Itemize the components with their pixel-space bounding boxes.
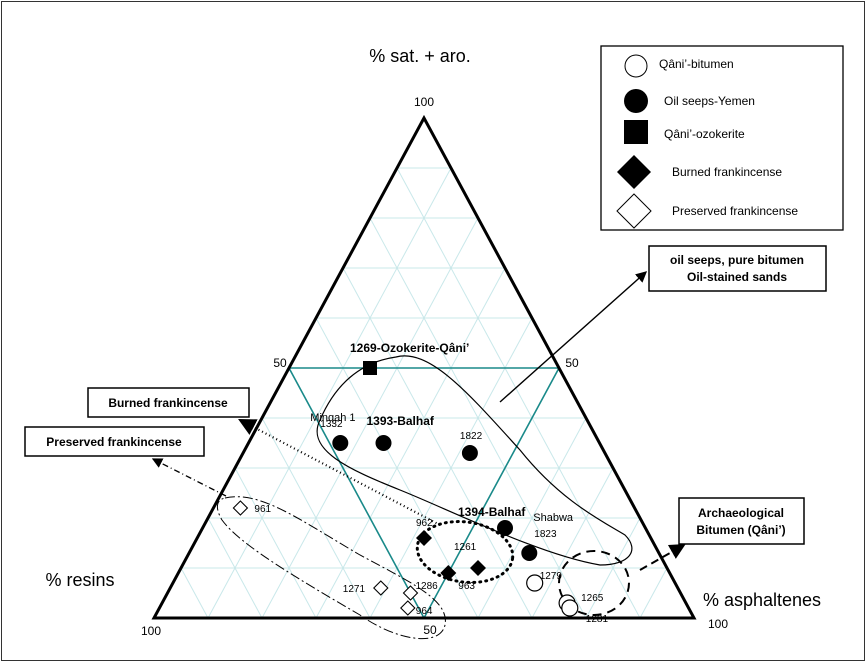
data-label: 961 <box>254 504 271 515</box>
legend-filled-square-icon <box>624 120 648 144</box>
oil-seeps-envelope <box>316 355 633 566</box>
tick-right-100: 100 <box>708 617 728 631</box>
archaeological-envelope <box>558 550 630 616</box>
data-point-filled-circle <box>461 445 478 461</box>
data-point-open-circle <box>526 574 544 592</box>
legend-label: Qâni’-ozokerite <box>664 127 745 141</box>
callout-line: Oil-stained sands <box>687 270 787 284</box>
data-label: 1279 <box>540 571 563 582</box>
legend-filled-diamond-icon <box>617 155 651 189</box>
outer-triangle <box>151 114 697 620</box>
legend-label: Burned frankincense <box>672 165 782 179</box>
data-point-filled-diamond <box>470 560 486 576</box>
grid-line <box>342 267 533 619</box>
callout-archaeological-bitumen: Archaeological Bitumen (Qâni’) <box>678 497 805 545</box>
legend-open-circle-icon <box>624 54 648 78</box>
data-point-filled-circle <box>375 435 392 451</box>
triangle-outline <box>151 114 697 620</box>
callout-line: Burned frankincense <box>108 396 228 410</box>
legend-filled-circle-icon <box>624 89 648 113</box>
data-label: 1332 <box>320 419 343 430</box>
data-label: 962 <box>416 518 433 529</box>
burned-envelope <box>415 520 515 584</box>
arrow-burned <box>238 418 441 526</box>
data-point-filled-square <box>363 361 377 375</box>
data-label: 1286 <box>416 581 439 592</box>
data-point-filled-circle <box>497 520 513 536</box>
grid-line <box>315 267 506 619</box>
callout-line: oil seeps, pure bitumen <box>670 253 804 267</box>
data-label: 964 <box>416 606 433 617</box>
callout-line: Archaeological <box>698 506 784 520</box>
tick-right-50: 50 <box>565 356 579 370</box>
callout-line: Preserved frankincense <box>46 435 182 449</box>
data-point-open-diamond <box>400 600 416 616</box>
point-annotation: Shabwa <box>533 512 574 524</box>
inner-triangle <box>287 367 561 620</box>
data-point-open-diamond <box>402 585 419 601</box>
grid-line <box>180 567 209 619</box>
data-point-open-circle <box>561 599 579 617</box>
axis-label-right: % asphaltenes <box>703 590 821 610</box>
grid-line <box>585 517 641 619</box>
grid-line <box>639 567 668 619</box>
data-label: 1823 <box>534 529 557 540</box>
axis-label-top: % sat. + aro. <box>369 46 471 66</box>
grid-line <box>531 467 614 619</box>
callout-box <box>24 426 205 457</box>
tick-bottom-50: 50 <box>423 623 437 637</box>
legend-label: Qâni’-bitumen <box>659 57 734 71</box>
callout-box <box>648 245 827 292</box>
grid-line <box>207 167 452 619</box>
tick-left-50: 50 <box>273 356 287 370</box>
group-envelopes <box>217 355 633 639</box>
data-label: 1265 <box>581 593 604 604</box>
callout-preserved-frankincense: Preserved frankincense <box>24 426 205 457</box>
callout-burned-frankincense: Burned frankincense <box>87 387 250 418</box>
tick-top-100: 100 <box>414 95 434 109</box>
data-label: 1281 <box>586 614 609 625</box>
callout-arrows <box>151 271 686 571</box>
callout-box <box>678 497 805 545</box>
legend-label: Preserved frankincense <box>672 204 798 218</box>
data-label: 1393-Balhaf <box>367 414 435 428</box>
grid-line <box>477 417 587 619</box>
data-label: 1822 <box>460 431 483 442</box>
point-annotation: Minqah 1 <box>310 412 355 424</box>
data-point-filled-circle <box>332 435 349 451</box>
callout-box <box>87 387 250 418</box>
data-point-open-diamond <box>373 580 389 596</box>
data-label: 963 <box>458 581 475 592</box>
arrow-oil-seeps <box>499 271 648 403</box>
grid-line <box>234 467 317 619</box>
legend-label: Oil seeps-Yemen <box>664 94 755 108</box>
data-point-filled-circle <box>521 545 538 561</box>
callout-oil-seeps: oil seeps, pure bitumen Oil-stained sand… <box>648 245 827 292</box>
axis-label-left: % resins <box>45 570 114 590</box>
data-point-filled-diamond <box>416 530 432 546</box>
callout-line: Bitumen (Qâni’) <box>696 523 785 537</box>
data-label: 1261 <box>454 542 477 553</box>
grid-line <box>261 417 371 619</box>
tick-left-100: 100 <box>141 624 161 638</box>
data-point-open-diamond <box>232 500 249 516</box>
inner-triangle-shape <box>287 367 561 620</box>
data-points: 1279 1265 1281 1332 1393-Balhaf 1822 1394-Balh… <box>232 341 609 625</box>
arrow-archaeological <box>639 544 686 571</box>
data-label: 1271 <box>343 584 366 595</box>
arrow-preserved <box>151 458 227 497</box>
preserved-envelope <box>217 496 446 639</box>
grid-line <box>396 167 641 619</box>
data-label: 1394-Balhaf <box>458 505 526 519</box>
data-point-filled-diamond <box>440 565 457 581</box>
grid-line <box>207 517 263 619</box>
legend: Qâni’-bitumen Oil seeps-Yemen Qâni’-ozok… <box>600 45 844 231</box>
data-label: 1269-Ozokerite-Qâni’ <box>350 341 469 355</box>
legend-open-diamond-icon <box>616 193 652 229</box>
